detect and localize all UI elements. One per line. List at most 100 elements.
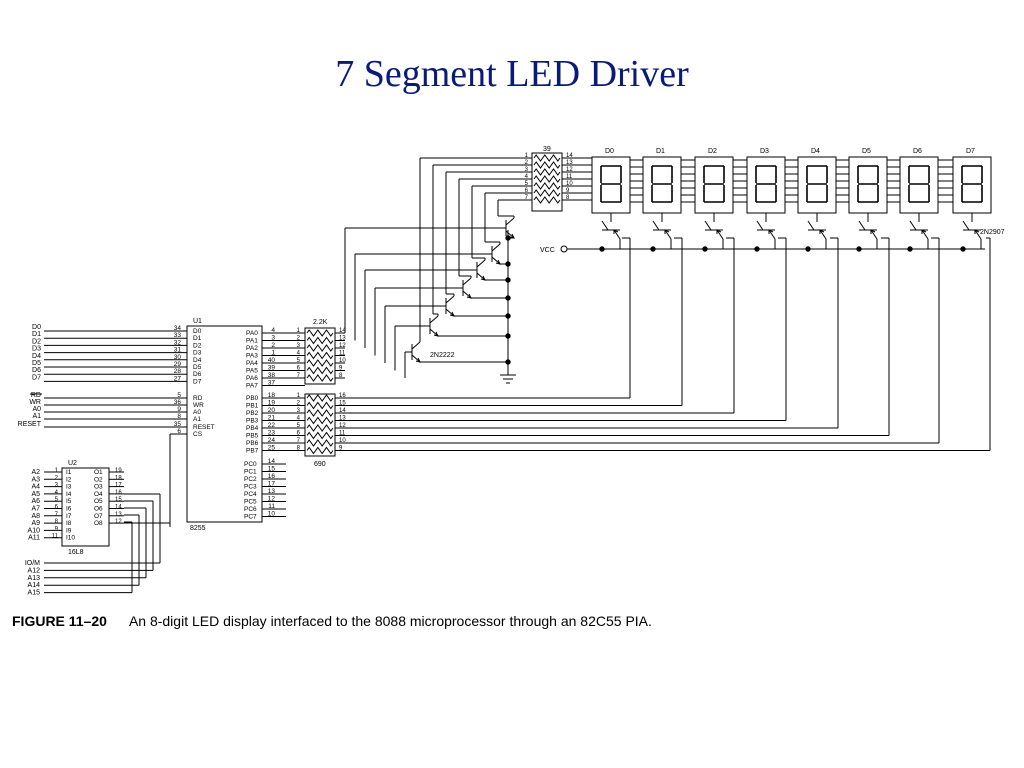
u1-pin-name: D3 <box>193 350 202 357</box>
npn-transistor-collector <box>411 341 421 350</box>
resistor-pack-label: 690 <box>314 461 326 468</box>
resistor-zigzag <box>306 446 334 455</box>
u2-pin-number: 12 <box>115 519 122 525</box>
u2-pin-name: O1 <box>94 469 103 476</box>
u1-pin-name: PA6 <box>246 375 258 382</box>
digit-label: D5 <box>862 148 871 155</box>
u1-pin-number: 11 <box>268 503 275 510</box>
u1-pin-number: 12 <box>268 496 276 503</box>
control-label: RESET <box>18 421 42 428</box>
rpack-pin: 13 <box>339 336 346 342</box>
u2-pin-number: 8 <box>55 519 59 525</box>
u1-pin-name: PA3 <box>246 353 258 360</box>
rpack-pin: 1 <box>297 328 301 334</box>
u1-pin-number: 17 <box>268 481 276 488</box>
u1-pin-number: 38 <box>268 372 276 379</box>
pnp-part-label: 2N2907 <box>980 229 1005 236</box>
resistor-zigzag <box>306 366 334 375</box>
u1-pin-number: 2 <box>271 342 275 349</box>
resistor-zigzag <box>306 439 334 447</box>
u1-pin-number: 30 <box>174 354 182 361</box>
address-label: A15 <box>28 590 41 597</box>
u1-pin-number: 6 <box>177 428 181 435</box>
u1-pin-number: 40 <box>268 357 276 364</box>
npn-transistor-collector <box>429 315 439 324</box>
u1-8255-body <box>186 325 263 523</box>
u1-pin-number: 33 <box>174 332 182 339</box>
pnp-transistor-collector <box>962 220 970 231</box>
pnp-transistor-collector <box>704 220 712 231</box>
u2-pin-name: I10 <box>66 535 75 542</box>
figure-number: FIGURE 11–20 <box>12 613 107 629</box>
u1-pin-number: 32 <box>174 339 182 346</box>
resistor-zigzag <box>306 351 334 360</box>
rpack-pin: 8 <box>339 373 343 379</box>
resistor-zigzag <box>306 344 334 352</box>
address-label: A4 <box>31 484 40 491</box>
u1-pin-name: PC1 <box>244 469 257 476</box>
data-bus-label: D3 <box>32 346 41 353</box>
u1-pin-name: PC3 <box>244 484 257 491</box>
u1-pin-name: RD <box>193 395 203 402</box>
data-bus-label: D5 <box>32 360 41 367</box>
u2-pin-number: 13 <box>115 512 122 518</box>
u1-pin-name: PB2 <box>246 410 259 417</box>
u2-pin-name: I5 <box>66 498 72 505</box>
rpack-pin: 12 <box>566 167 573 173</box>
u1-pin-name: PA5 <box>246 368 258 375</box>
rpack-pin: 5 <box>525 181 529 187</box>
u1-pin-number: 10 <box>268 511 276 518</box>
u1-pin-name: PC6 <box>244 506 257 513</box>
rpack-pin: 7 <box>525 195 529 201</box>
rpack-pin: 3 <box>297 343 301 349</box>
u1-pin-number: 14 <box>268 458 276 465</box>
rpack-pin: 10 <box>339 438 346 444</box>
npn-transistor-emitter <box>429 328 439 337</box>
resistor-zigzag <box>533 175 561 183</box>
address-label: A5 <box>31 491 40 498</box>
address-label: A11 <box>28 535 40 542</box>
pnp-transistor-collector <box>858 220 866 231</box>
rpack-pin: 9 <box>566 188 570 194</box>
npn-transistor-collector <box>462 277 472 286</box>
rpack-pin: 9 <box>339 446 343 452</box>
rpack-pin: 12 <box>339 423 346 429</box>
pnp-transistor-emitter <box>716 229 724 240</box>
u1-pin-name: D5 <box>193 364 202 371</box>
pnp-transistor-emitter <box>664 229 672 240</box>
u2-pin-number: 4 <box>55 490 59 496</box>
seven-segment-glyph <box>703 165 725 203</box>
pnp-transistor-emitter-arrow <box>870 229 876 234</box>
u2-part: 16L8 <box>68 549 84 556</box>
resistor-zigzag <box>306 329 334 337</box>
u2-pin-name: I8 <box>66 520 72 527</box>
digit-label: D6 <box>913 148 922 155</box>
resistor-zigzag <box>533 161 561 169</box>
u1-pin-name: D0 <box>193 328 202 335</box>
seven-segment-glyph <box>651 165 673 203</box>
u1-part: 8255 <box>190 525 206 532</box>
control-label: A1 <box>32 413 41 420</box>
rpack-pin: 14 <box>339 328 346 334</box>
u1-pin-number: 8 <box>177 413 181 420</box>
u1-pin-name: PB1 <box>246 403 259 410</box>
resistor-zigzag <box>306 359 334 367</box>
u1-pin-number: 39 <box>268 365 276 372</box>
u1-pin-number: 24 <box>268 437 276 444</box>
digit-label: D0 <box>605 148 614 155</box>
rpack-pin: 11 <box>339 351 346 357</box>
control-label: RD <box>31 392 41 399</box>
npn-transistor-collector <box>491 243 501 252</box>
digit-label: D3 <box>760 148 769 155</box>
rpack-pin: 12 <box>339 343 346 349</box>
pnp-transistor-emitter-arrow <box>716 229 722 234</box>
u1-pin-number: 9 <box>177 406 181 413</box>
resistor-zigzag <box>533 168 561 176</box>
pnp-transistor-emitter-arrow <box>819 229 825 234</box>
u1-pin-number: 13 <box>268 488 276 495</box>
u2-pin-number: 6 <box>55 505 59 511</box>
u1-pin-name: D6 <box>193 371 202 378</box>
rpack-pin: 1 <box>525 153 529 159</box>
npn-transistor-collector <box>476 259 486 268</box>
